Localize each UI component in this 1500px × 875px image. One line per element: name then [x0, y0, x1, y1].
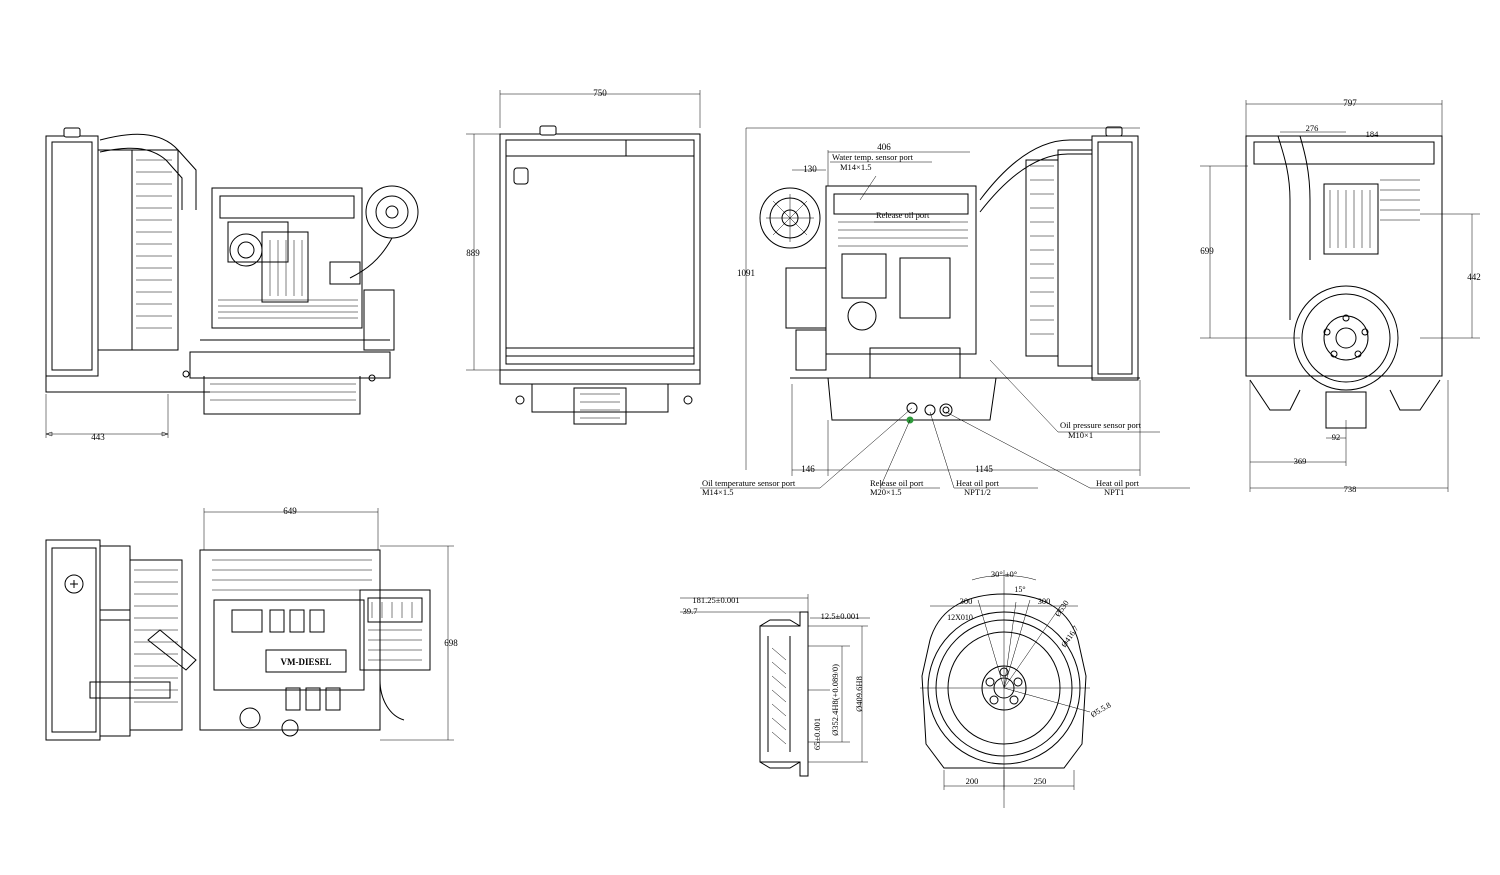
dim-200: 200: [966, 776, 979, 786]
dim-699: 699: [1200, 246, 1214, 256]
dim-12x010: 12X010: [947, 613, 973, 622]
dim-39: 39.7: [683, 606, 698, 616]
callout-heat-oil-one-spec: NPT1: [1104, 487, 1124, 497]
port-callouts: Water temp. sensor port M14×1.5 Release …: [702, 152, 1142, 497]
dim-750: 750: [593, 88, 607, 98]
dim-369: 369: [1294, 456, 1307, 466]
callout-heat-oil-half-title: Heat oil port: [956, 478, 1000, 488]
dim-442: 442: [1467, 272, 1481, 282]
callout-oil-temp-spec: M14×1.5: [702, 487, 733, 497]
radiator-front-view: 750 889: [466, 88, 701, 425]
dim-530: Ø530: [1053, 599, 1071, 619]
callout-oil-temp-title: Oil temperature sensor port: [702, 478, 796, 488]
dim-5: Ø5.5.8: [1089, 700, 1112, 719]
rear-view: 797 276 184 699 442 92 369 738: [1200, 98, 1481, 494]
dim-889: 889: [466, 248, 480, 258]
dim-300-left: 300: [960, 596, 973, 606]
callout-heat-oil-one-title: Heat oil port: [1096, 478, 1140, 488]
dim-30deg: 30° ±0°: [991, 569, 1017, 579]
flywheel-section-view: 181.25±0.001 39.7 12.5±0.001 Ø409.6H8 Ø3…: [680, 594, 870, 777]
dim-1091: 1091: [737, 268, 755, 278]
left-side-view: 443: [45, 127, 419, 442]
callout-release-top-title: Release oil port: [876, 210, 930, 220]
callout-water-temp-spec: M14×1.5: [840, 162, 871, 172]
dim-797: 797: [1343, 98, 1357, 108]
right-side-view: 406 130 1091 146 1145: [700, 126, 1190, 489]
dim-184: 184: [1366, 129, 1380, 139]
dim-250: 250: [1034, 776, 1047, 786]
dim-65: 65±0.001: [812, 718, 822, 750]
callout-release-oil-title: Release oil port: [870, 478, 924, 488]
dim-12-5: 12.5±0.001: [821, 611, 860, 621]
dim-409: Ø409.6H8: [854, 676, 864, 712]
dim-300-right: 300: [1038, 596, 1051, 606]
callout-oil-pressure-title: Oil pressure sensor port: [1060, 420, 1142, 430]
dim-1145: 1145: [975, 464, 993, 474]
dim-146: 146: [801, 464, 815, 474]
dim-130: 130: [803, 164, 817, 174]
brand-plate: VM-DIESEL: [280, 657, 331, 667]
callout-water-temp-title: Water temp. sensor port: [832, 152, 914, 162]
dim-15deg: 15°: [1014, 585, 1025, 594]
dim-443: 443: [91, 432, 105, 442]
callout-heat-oil-half-spec: NPT1/2: [964, 487, 991, 497]
flywheel-housing-view: 30° ±0° 15° 300 300 12X010 Ø530 Ø416.7 Ø…: [920, 569, 1112, 808]
dim-406: 406: [877, 142, 891, 152]
callout-oil-pressure-spec: M10×1: [1068, 430, 1093, 440]
dim-738: 738: [1344, 484, 1357, 494]
dim-698: 698: [444, 638, 458, 648]
dim-181: 181.25±0.001: [692, 595, 739, 605]
dim-92: 92: [1332, 432, 1341, 442]
dim-276: 276: [1306, 123, 1319, 133]
dim-352: Ø352.4H8(+0.089/0): [830, 664, 840, 736]
top-view: VM-DIESEL 649 698: [45, 506, 458, 741]
dim-649: 649: [283, 506, 297, 516]
callout-release-oil-spec: M20×1.5: [870, 487, 901, 497]
